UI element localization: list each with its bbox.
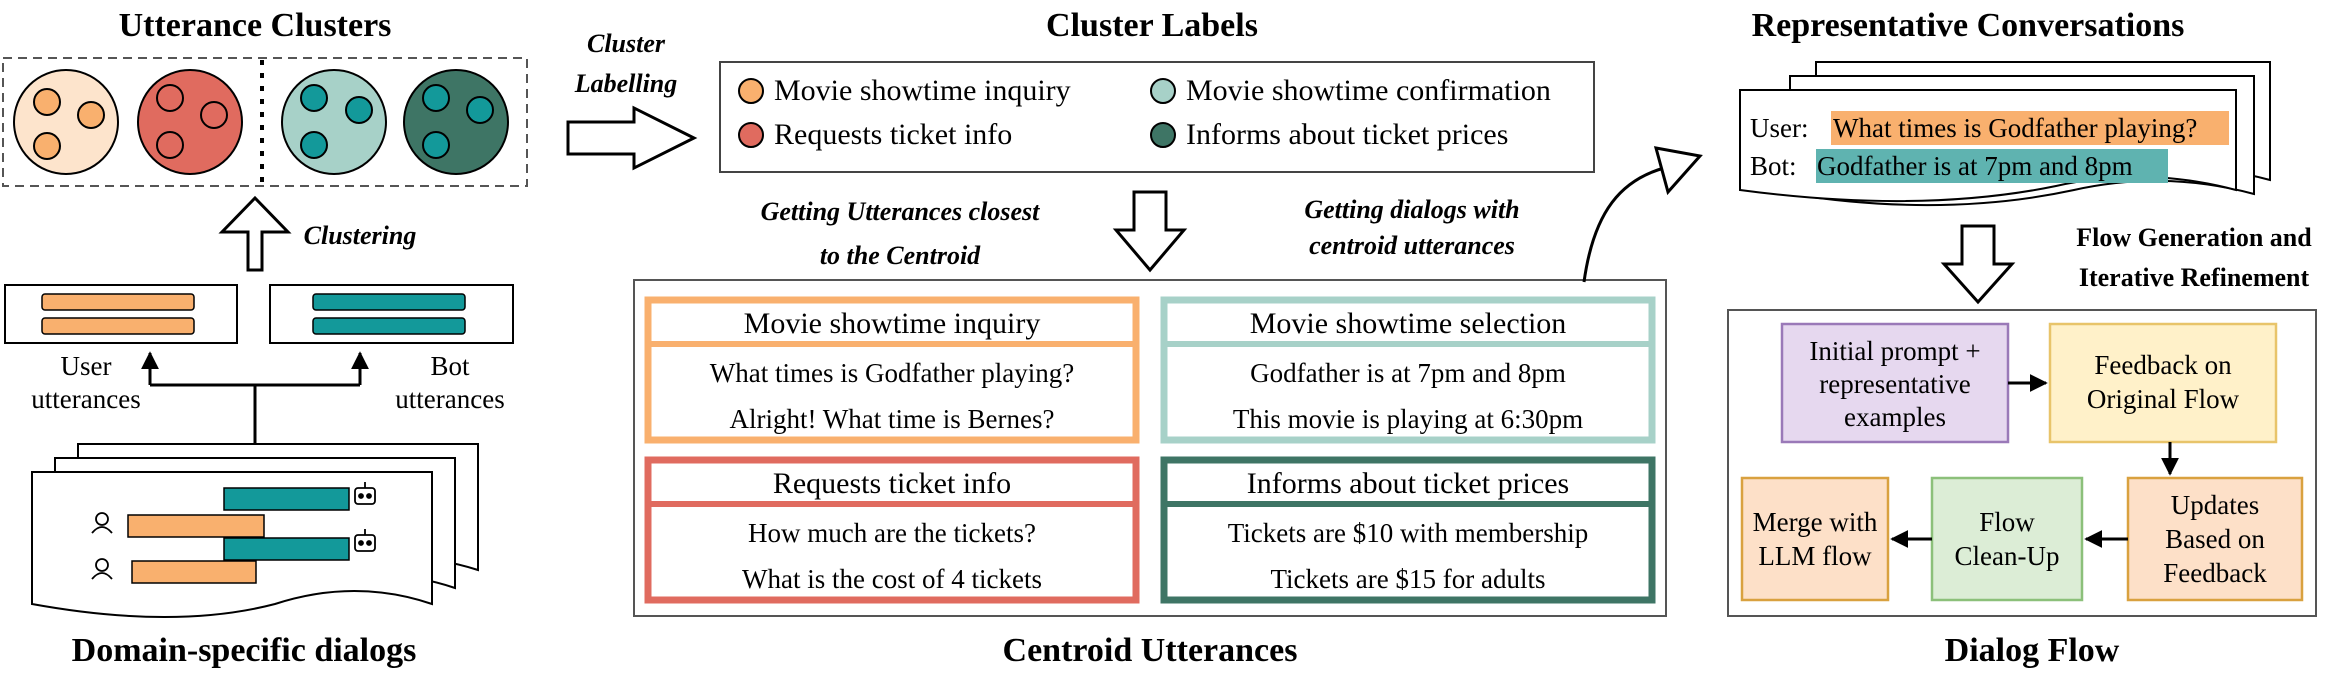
legend-label: Movie showtime confirmation	[1186, 74, 1551, 107]
user-icon	[91, 558, 113, 580]
centroid-utterance: Tickets are $10 with membership	[1228, 518, 1588, 548]
title-cluster-labels: Cluster Labels	[1046, 7, 1258, 44]
updates-text: Feedback	[2163, 558, 2267, 588]
initial-prompt-text: Initial prompt +	[1809, 336, 1980, 366]
centroid-utterance: What is the cost of 4 tickets	[742, 564, 1042, 594]
title-dialog-flow: Dialog Flow	[1945, 632, 2120, 669]
cluster-teal-dark	[403, 69, 509, 175]
merge-box	[1740, 476, 1890, 602]
step-getting-utterances: Getting Utterances closest	[761, 197, 1041, 226]
legend-label: Movie showtime inquiry	[774, 74, 1071, 107]
legend-swatch	[1150, 122, 1176, 148]
curved-connector	[1582, 166, 1665, 283]
robot-icon	[354, 482, 376, 505]
user-utterances-label: User	[61, 351, 112, 381]
updates-box	[2126, 476, 2304, 602]
centroid-card-title: Informs about ticket prices	[1247, 467, 1569, 500]
user-utterance-bar	[41, 293, 195, 311]
step-getting-dialogs: centroid utterances	[1309, 231, 1515, 260]
clusters-box	[2, 57, 528, 187]
bot-utterance-bar	[312, 317, 466, 335]
centroid-utterance: How much are the tickets?	[748, 518, 1036, 548]
robot-icon	[354, 529, 376, 552]
initial-prompt-text: representative	[1819, 369, 1970, 399]
centroid-utterance: Tickets are $15 for adults	[1271, 564, 1546, 594]
bot-turn-bar	[223, 487, 350, 511]
initial-prompt-box	[1780, 322, 2010, 444]
curved-connector-head	[1653, 146, 1703, 196]
conversation-bot-text: Godfather is at 7pm and 8pm	[1817, 151, 2133, 181]
step-clustering: Clustering	[304, 221, 417, 250]
flow-arrow	[1940, 224, 2016, 305]
split-arrows	[141, 351, 369, 445]
title-representative-conversations: Representative Conversations	[1752, 7, 2185, 44]
user-utterances-label: utterances	[31, 384, 140, 414]
conversation-user-prefix: User:	[1750, 113, 1808, 143]
step-cluster-labelling: Labelling	[574, 69, 678, 98]
conversation-user-text: What times is Godfather playing?	[1833, 113, 2197, 143]
bot-turn-bar	[223, 537, 350, 561]
user-turn-bar	[131, 560, 257, 584]
legend-swatch	[738, 122, 764, 148]
feedback-text: Feedback on	[2094, 350, 2232, 380]
cluster-red	[137, 69, 243, 175]
user-icon	[91, 512, 113, 534]
labelling-arrow	[566, 105, 698, 171]
feedback-box	[2048, 322, 2278, 444]
conversation-bot-prefix: Bot:	[1750, 151, 1797, 181]
centroid-card-title: Requests ticket info	[773, 467, 1011, 500]
legend-swatch	[1150, 78, 1176, 104]
user-utterance-bar	[41, 317, 195, 335]
title-utterance-clusters: Utterance Clusters	[119, 7, 392, 44]
centroid-card-title: Movie showtime selection	[1250, 307, 1567, 340]
user-turn-bar	[127, 514, 265, 538]
updates-text: Updates	[2171, 490, 2259, 520]
user-highlight	[1831, 111, 2229, 145]
initial-prompt-text: examples	[1844, 402, 1946, 432]
cleanup-text: Flow	[1979, 507, 2035, 537]
step-getting-utterances: to the Centroid	[820, 241, 981, 270]
merge-text: Merge with	[1753, 507, 1878, 537]
centroid-card	[1160, 296, 1656, 444]
bot-utterance-bar	[312, 293, 466, 311]
centroid-utterance: Alright! What time is Bernes?	[730, 404, 1055, 434]
step-cluster-labelling: Cluster	[587, 29, 666, 58]
cleanup-text: Clean-Up	[1955, 541, 2060, 571]
legend-swatch	[738, 78, 764, 104]
title-centroid-utterances: Centroid Utterances	[1003, 632, 1298, 669]
centroid-utterance: Godfather is at 7pm and 8pm	[1250, 358, 1566, 388]
bot-utterances-label: utterances	[395, 384, 504, 414]
legend-label: Requests ticket info	[774, 118, 1012, 151]
legend-label: Informs about ticket prices	[1186, 118, 1508, 151]
step-flow-generation: Iterative Refinement	[2079, 263, 2310, 292]
updates-text: Based on	[2165, 524, 2265, 554]
cluster-teal-light	[281, 69, 387, 175]
centroid-arrow	[1112, 190, 1188, 273]
step-getting-dialogs: Getting dialogs with	[1304, 195, 1519, 224]
centroid-card	[644, 456, 1140, 604]
centroid-card	[644, 296, 1140, 444]
step-flow-generation: Flow Generation and	[2076, 223, 2312, 252]
bot-highlight	[1816, 149, 2168, 183]
centroid-utterance: What times is Godfather playing?	[710, 358, 1074, 388]
centroid-card	[1160, 456, 1656, 604]
feedback-text: Original Flow	[2087, 384, 2240, 414]
centroid-card-title: Movie showtime inquiry	[744, 307, 1041, 340]
merge-text: LLM flow	[1758, 541, 1872, 571]
bot-utterances-label: Bot	[430, 351, 470, 381]
cluster-orange	[13, 69, 119, 175]
clustering-arrow	[218, 195, 292, 272]
centroid-utterance: This movie is playing at 6:30pm	[1233, 404, 1583, 434]
flow-arrows	[1890, 374, 2179, 548]
title-domain-dialogs: Domain-specific dialogs	[72, 632, 417, 669]
cleanup-box	[1930, 476, 2084, 602]
